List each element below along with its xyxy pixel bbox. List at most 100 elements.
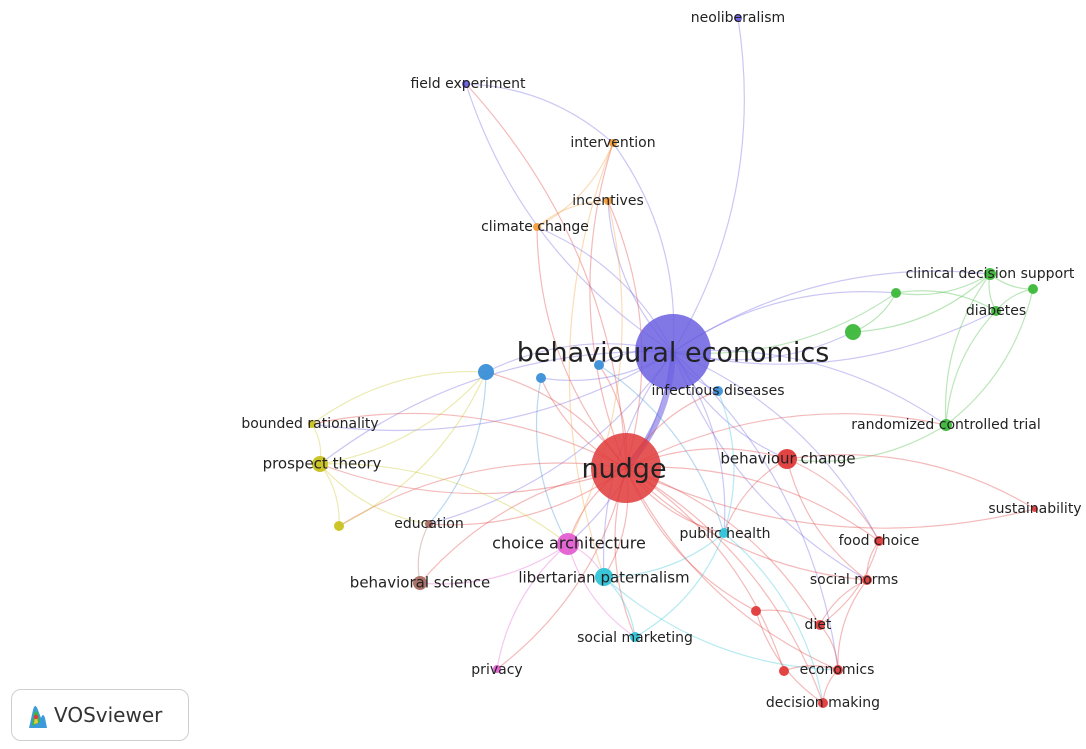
link-libertarian-paternalism-economics — [603, 576, 839, 671]
node-social-norms[interactable] — [862, 575, 872, 585]
link-clinical-decision-support-green-a — [852, 273, 991, 333]
link-choice-architecture-social-marketing — [567, 543, 636, 638]
node-neoliberalism[interactable] — [734, 14, 742, 22]
node-randomized-controlled-trial[interactable] — [940, 419, 952, 431]
node-public-health[interactable] — [719, 528, 729, 538]
label-behavioral-science[interactable]: behavioral science — [350, 574, 490, 592]
node-social-marketing[interactable] — [630, 632, 640, 642]
link-bounded-rationality-blue-a — [311, 370, 487, 425]
link-nudge-food-choice — [625, 466, 880, 542]
label-education[interactable]: education — [394, 516, 463, 532]
link-behaviour-change-food-choice — [786, 458, 880, 542]
link-behavioural-economics-field-experiment — [465, 83, 674, 353]
node-sustainability[interactable] — [1032, 506, 1038, 512]
link-behavioural-economics-bounded-rationality — [311, 351, 674, 431]
network-labels: behavioural economics nudge neoliberalism f… — [241, 10, 1081, 711]
node-behaviour-change[interactable] — [777, 449, 797, 469]
link-behavioural-economics-clinical-decision-support — [672, 270, 991, 353]
label-social-marketing[interactable]: social marketing — [577, 630, 693, 646]
label-libertarian-paternalism[interactable]: libertarian paternalism — [518, 569, 689, 587]
label-nudge[interactable]: nudge — [581, 454, 666, 485]
link-clinical-decision-support-randomized-controlled-trial — [944, 273, 991, 426]
link-incentives-choice-architecture — [567, 200, 623, 545]
link-green-b-randomized-controlled-trial — [945, 288, 1034, 426]
node-clinical-decision-support[interactable] — [984, 268, 996, 280]
node-intervention[interactable] — [609, 139, 617, 147]
label-choice-architecture[interactable]: choice architecture — [492, 534, 646, 553]
node-blue-c[interactable] — [594, 360, 604, 370]
link-clinical-decision-support-green-c — [895, 273, 991, 296]
link-diabetes-randomized-controlled-trial — [945, 310, 997, 426]
link-prospect-theory-blue-a — [319, 371, 487, 465]
node-bounded-rationality[interactable] — [308, 420, 316, 428]
link-behavioural-economics-economics — [672, 351, 839, 671]
node-privacy[interactable] — [493, 665, 501, 673]
link-diabetes-green-c — [895, 290, 997, 312]
link-red-a-decision-making — [755, 610, 824, 704]
node-behavioral-science[interactable] — [413, 576, 427, 590]
node-libertarian-paternalism[interactable] — [595, 568, 613, 586]
link-green-a-green-c — [852, 292, 897, 333]
label-intervention[interactable]: intervention — [570, 135, 655, 151]
node-nudge[interactable] — [591, 433, 661, 503]
node-red-a[interactable] — [751, 606, 761, 616]
label-behaviour-change[interactable]: behaviour change — [720, 450, 855, 468]
link-behavioural-economics-randomized-controlled-trial — [672, 349, 947, 426]
node-incentives[interactable] — [604, 197, 612, 205]
label-incentives[interactable]: incentives — [572, 193, 644, 209]
link-social-norms-economics — [837, 579, 868, 671]
node-diet[interactable] — [815, 620, 825, 630]
link-libertarian-paternalism-public-health — [603, 532, 725, 578]
node-choice-architecture[interactable] — [557, 533, 579, 555]
node-field-experiment[interactable] — [462, 80, 470, 88]
link-blue-a-education — [428, 371, 487, 525]
link-field-experiment-intervention — [465, 83, 614, 144]
label-diabetes[interactable]: diabetes — [966, 303, 1026, 319]
label-prospect-theory[interactable]: prospect theory — [263, 455, 382, 473]
node-blue-b[interactable] — [536, 373, 546, 383]
node-behavioural-economics[interactable] — [635, 314, 711, 390]
link-intervention-climate-change — [536, 142, 614, 228]
label-sustainability[interactable]: sustainability — [988, 501, 1081, 517]
node-food-choice[interactable] — [874, 536, 884, 546]
node-green-b[interactable] — [1028, 284, 1038, 294]
node-blue-a[interactable] — [478, 364, 494, 380]
link-behaviour-change-social-norms — [786, 458, 868, 581]
label-diet[interactable]: diet — [805, 617, 832, 633]
node-green-c[interactable] — [891, 288, 901, 298]
node-yellow-a[interactable] — [334, 521, 344, 531]
node-diabetes[interactable] — [991, 306, 1001, 316]
link-behaviour-change-public-health — [723, 458, 788, 534]
label-neoliberalism[interactable]: neoliberalism — [691, 10, 785, 26]
link-nudge-intervention — [589, 142, 627, 469]
link-nudge-prospect-theory — [319, 463, 627, 495]
label-public-health[interactable]: public health — [680, 526, 771, 542]
label-bounded-rationality[interactable]: bounded rationality — [241, 416, 378, 432]
link-behavioural-economics-diabetes — [672, 310, 997, 365]
label-privacy[interactable]: privacy — [471, 662, 522, 678]
node-economics[interactable] — [833, 665, 843, 675]
node-decision-making[interactable] — [818, 698, 828, 708]
label-climate-change[interactable]: climate change — [481, 219, 589, 235]
label-decision-making[interactable]: decision making — [766, 695, 880, 711]
link-behavioural-economics-education — [428, 351, 674, 525]
node-climate-change[interactable] — [533, 223, 541, 231]
label-infectious-diseases[interactable]: infectious diseases — [651, 383, 784, 399]
link-intervention-libertarian-paternalism — [568, 142, 614, 578]
link-nudge-yellow-a — [338, 462, 627, 527]
label-randomized-controlled-trial[interactable]: randomized controlled trial — [851, 417, 1040, 433]
node-red-b[interactable] — [779, 666, 789, 676]
link-nudge-diet — [625, 467, 821, 626]
label-field-experiment[interactable]: field experiment — [410, 76, 526, 92]
label-food-choice[interactable]: food choice — [839, 533, 920, 549]
node-prospect-theory[interactable] — [312, 456, 328, 472]
label-behavioural-economics[interactable]: behavioural economics — [517, 338, 830, 369]
label-clinical-decision-support[interactable]: clinical decision support — [906, 266, 1075, 282]
link-blue-c-public-health — [598, 364, 725, 534]
node-green-a[interactable] — [845, 324, 861, 340]
label-social-norms[interactable]: social norms — [810, 572, 898, 588]
node-education[interactable] — [425, 520, 433, 528]
node-infectious-diseases[interactable] — [713, 386, 723, 396]
label-economics[interactable]: economics — [800, 662, 875, 678]
